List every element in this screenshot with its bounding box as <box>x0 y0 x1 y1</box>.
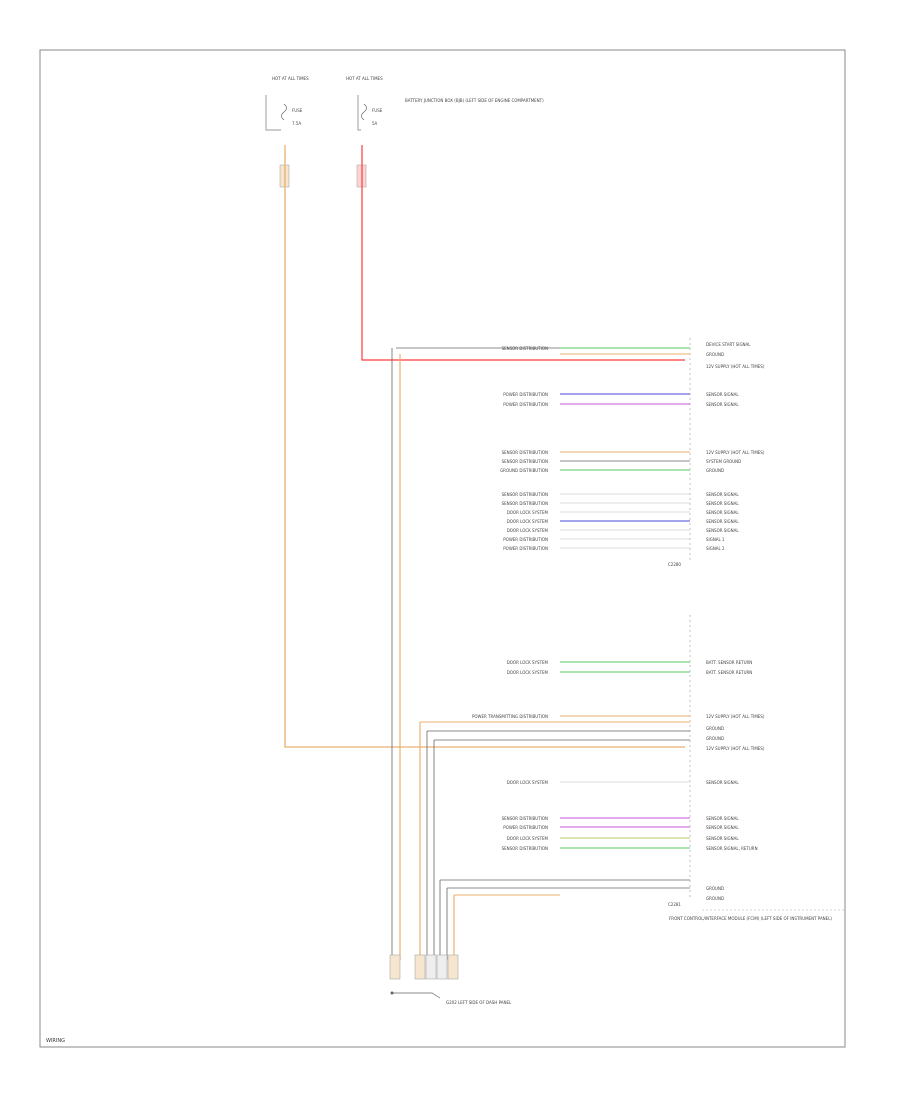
svg-text:SENSOR SIGNAL, RETURN: SENSOR SIGNAL, RETURN <box>706 846 758 851</box>
svg-text:DOOR LOCK SYSTEM: DOOR LOCK SYSTEM <box>507 519 549 524</box>
svg-text:SENSOR DISTRIBUTION: SENSOR DISTRIBUTION <box>502 450 548 455</box>
svg-text:SENSOR DISTRIBUTION: SENSOR DISTRIBUTION <box>502 816 548 821</box>
fuse-left-amps: 7.5A <box>292 121 301 126</box>
svg-text:SENSOR SIGNAL: SENSOR SIGNAL <box>706 402 739 407</box>
svg-text:POWER DISTRIBUTION: POWER DISTRIBUTION <box>503 537 548 542</box>
connector-c2281-label: C2281 <box>668 902 681 907</box>
ground-splice: G202 LEFT SIDE OF DASH PANEL <box>389 954 512 1005</box>
svg-text:SENSOR DISTRIBUTION: SENSOR DISTRIBUTION <box>502 501 548 506</box>
svg-text:POWER DISTRIBUTION: POWER DISTRIBUTION <box>503 392 548 397</box>
svg-text:GROUND: GROUND <box>706 896 724 901</box>
svg-text:POWER DISTRIBUTION: POWER DISTRIBUTION <box>503 402 548 407</box>
fuse-left-name: FUSE <box>292 108 303 113</box>
module-name: FRONT CONTROL/INTERFACE MODULE (FCIM) (L… <box>669 916 832 921</box>
svg-text:GROUND: GROUND <box>706 886 724 891</box>
wire-red-feed <box>361 145 685 361</box>
svg-text:SENSOR SIGNAL: SENSOR SIGNAL <box>706 510 739 515</box>
svg-text:SENSOR SIGNAL: SENSOR SIGNAL <box>706 816 739 821</box>
svg-text:SENSOR SIGNAL: SENSOR SIGNAL <box>706 836 739 841</box>
svg-text:DOOR LOCK SYSTEM: DOOR LOCK SYSTEM <box>507 528 549 533</box>
svg-text:SENSOR SIGNAL: SENSOR SIGNAL <box>706 392 739 397</box>
svg-text:POWER DISTRIBUTION: POWER DISTRIBUTION <box>503 546 548 551</box>
svg-text:BATT. SENSOR RETURN: BATT. SENSOR RETURN <box>706 660 752 665</box>
svg-text:SENSOR SIGNAL: SENSOR SIGNAL <box>706 501 739 506</box>
fuse-right-note: BATTERY JUNCTION BOX (BJB) (LEFT SIDE OF… <box>405 98 544 103</box>
svg-text:SENSOR DISTRIBUTION: SENSOR DISTRIBUTION <box>502 459 548 464</box>
ground-label: G202 LEFT SIDE OF DASH PANEL <box>446 1000 512 1005</box>
svg-text:SIGNAL 1: SIGNAL 1 <box>706 537 725 542</box>
fuse-right: HOT AT ALL TIMES FUSE 5A BATTERY JUNCTIO… <box>346 76 544 188</box>
svg-text:12V SUPPLY (HOT ALL TIMES): 12V SUPPLY (HOT ALL TIMES) <box>706 746 765 751</box>
svg-text:SENSOR DISTRIBUTION: SENSOR DISTRIBUTION <box>502 346 548 351</box>
svg-text:12V SUPPLY (HOT ALL TIMES): 12V SUPPLY (HOT ALL TIMES) <box>706 364 765 369</box>
fuse-right-name: FUSE <box>372 108 383 113</box>
svg-text:SENSOR SIGNAL: SENSOR SIGNAL <box>706 528 739 533</box>
svg-text:POWER TRANSMITTING DISTRIBUTIO: POWER TRANSMITTING DISTRIBUTION <box>472 714 548 719</box>
svg-text:SENSOR SIGNAL: SENSOR SIGNAL <box>706 825 739 830</box>
svg-text:SENSOR SIGNAL: SENSOR SIGNAL <box>706 780 739 785</box>
svg-text:DOOR LOCK SYSTEM: DOOR LOCK SYSTEM <box>507 670 549 675</box>
svg-text:POWER DISTRIBUTION: POWER DISTRIBUTION <box>503 825 548 830</box>
wire-orange-feed <box>284 145 685 748</box>
svg-text:DOOR LOCK SYSTEM: DOOR LOCK SYSTEM <box>507 836 549 841</box>
fuse-left-label: HOT AT ALL TIMES <box>272 76 309 81</box>
svg-text:GROUND: GROUND <box>706 468 724 473</box>
fuse-right-label: HOT AT ALL TIMES <box>346 76 383 81</box>
svg-text:GROUND: GROUND <box>706 736 724 741</box>
connector-c2280-label: C2280 <box>668 562 681 567</box>
svg-text:SENSOR SIGNAL: SENSOR SIGNAL <box>706 519 739 524</box>
svg-text:DOOR LOCK SYSTEM: DOOR LOCK SYSTEM <box>507 780 549 785</box>
svg-text:SIGNAL 2: SIGNAL 2 <box>706 546 725 551</box>
svg-text:SENSOR DISTRIBUTION: SENSOR DISTRIBUTION <box>502 492 548 497</box>
svg-text:SENSOR SIGNAL: SENSOR SIGNAL <box>706 492 739 497</box>
page-footer: WIRING <box>46 1038 65 1044</box>
diagram-frame <box>39 49 846 1048</box>
svg-text:GROUND: GROUND <box>706 726 724 731</box>
svg-text:BATT. SENSOR RETURN: BATT. SENSOR RETURN <box>706 670 752 675</box>
svg-text:12V SUPPLY (HOT ALL TIMES): 12V SUPPLY (HOT ALL TIMES) <box>706 450 765 455</box>
svg-text:DEVICE START SIGNAL: DEVICE START SIGNAL <box>706 342 751 347</box>
fuse-right-amps: 5A <box>372 121 378 126</box>
svg-text:DOOR LOCK SYSTEM: DOOR LOCK SYSTEM <box>507 510 549 515</box>
fuse-left: HOT AT ALL TIMES FUSE 7.5A <box>265 76 309 188</box>
svg-text:SENSOR DISTRIBUTION: SENSOR DISTRIBUTION <box>502 846 548 851</box>
svg-text:DOOR LOCK SYSTEM: DOOR LOCK SYSTEM <box>507 660 549 665</box>
svg-text:12V SUPPLY (HOT ALL TIMES): 12V SUPPLY (HOT ALL TIMES) <box>706 714 765 719</box>
svg-text:GROUND DISTRIBUTION: GROUND DISTRIBUTION <box>500 468 548 473</box>
svg-text:SYSTEM GROUND: SYSTEM GROUND <box>706 459 741 464</box>
svg-text:GROUND: GROUND <box>706 352 724 357</box>
